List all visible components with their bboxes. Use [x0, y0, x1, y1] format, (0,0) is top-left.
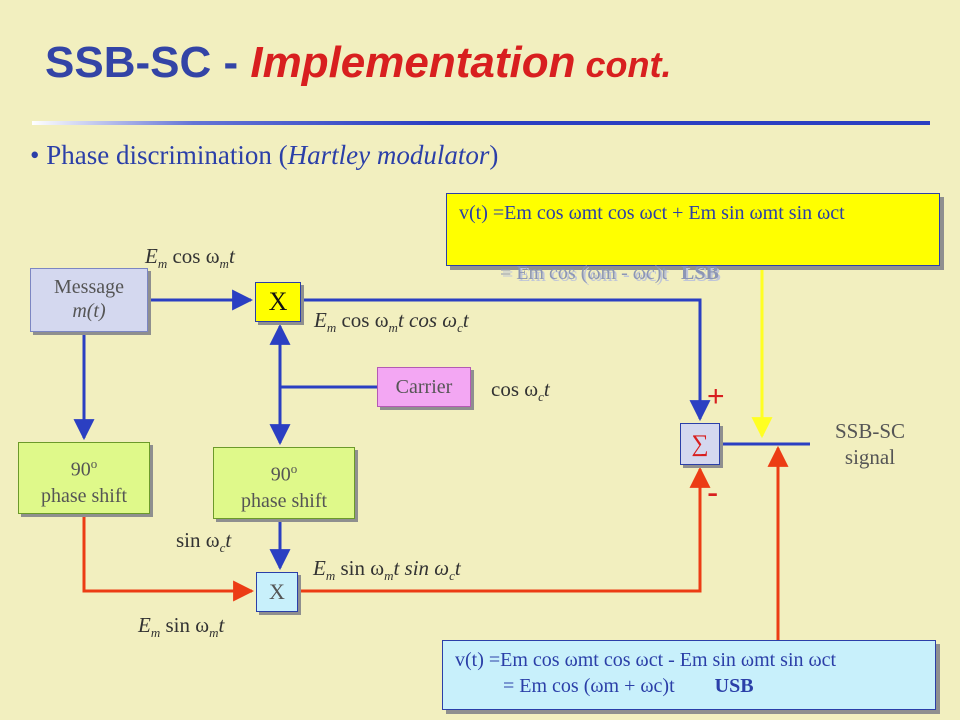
equation-lsb-result: = Em cos (ωm - ωc)t LSB [500, 262, 719, 285]
equation-lsb-line2: = Em cos (ωm - ωc)t [500, 262, 668, 284]
equation-usb-tag: USB [714, 675, 754, 697]
phase-shift-right-label: phase shift [240, 489, 328, 512]
title-part3: cont. [575, 44, 672, 85]
label-em-sin: Em sin ωmt [138, 613, 225, 641]
message-block: Message m(t) [30, 268, 148, 332]
title-divider [32, 121, 930, 125]
phase-shift-left-degree-sign: o [90, 456, 98, 471]
summer-plus-sign: + [707, 380, 725, 413]
title-part2: Implementation [250, 38, 576, 87]
equation-lsb-line1: v(t) =Em cos ωmt cos ωct + Em sin ωmt si… [459, 202, 845, 224]
phase-shift-right-degree-sign: o [290, 461, 298, 476]
bullet-text-italic: Hartley modulator [287, 140, 490, 170]
phase-shift-left-label: phase shift [40, 484, 128, 507]
bullet-point: • Phase discrimination (Hartley modulato… [30, 140, 498, 171]
output-label: SSB-SC signal [820, 418, 920, 470]
phase-shift-left: 90o phase shift [18, 442, 150, 514]
equation-usb-line1: v(t) =Em cos ωmt cos ωct - Em sin ωmt si… [455, 649, 837, 671]
equation-lsb-box: v(t) =Em cos ωmt cos ωct + Em sin ωmt si… [446, 193, 940, 266]
equation-usb-box: v(t) =Em cos ωmt cos ωct - Em sin ωmt si… [442, 640, 936, 710]
multiplier-top: X [255, 282, 301, 322]
message-block-line2: m(t) [72, 300, 106, 322]
bullet-text-before: • Phase discrimination ( [30, 140, 288, 170]
bullet-text-after: ) [489, 140, 499, 170]
wire-mult2-to-sum [298, 466, 711, 593]
multiplier-bottom: X [256, 572, 298, 612]
phase-shift-right-degrees: 90 [270, 463, 291, 486]
summer-block: ∑ [680, 423, 720, 465]
output-label-line2: signal [844, 445, 896, 469]
label-em-cos: Em cos ωmt [145, 244, 235, 272]
label-cos-wct: cos ωct [491, 377, 550, 405]
phase-shift-left-degrees: 90 [70, 458, 91, 481]
equation-usb-line2: = Em cos (ωm + ωc)t [503, 675, 675, 697]
equation-lsb-tag: LSB [681, 262, 719, 284]
label-em-sin-sin: Em sin ωmt sin ωct [313, 556, 461, 584]
message-block-line1: Message [54, 276, 124, 298]
title-part1: SSB-SC - [45, 38, 251, 87]
wire-mult1-to-sum [301, 298, 711, 422]
summer-minus-sign: - [707, 474, 719, 512]
carrier-block: Carrier [377, 367, 471, 407]
label-em-cos-cos: Em cos ωmt cos ωct [314, 308, 469, 336]
slide-title: SSB-SC - Implementation cont. [45, 38, 672, 88]
label-sin-wct: sin ωct [176, 528, 232, 556]
phase-shift-right: 90o phase shift [213, 447, 355, 519]
wire-ps1-to-mult2 [82, 514, 255, 602]
output-label-line1: SSB-SC [834, 419, 906, 443]
